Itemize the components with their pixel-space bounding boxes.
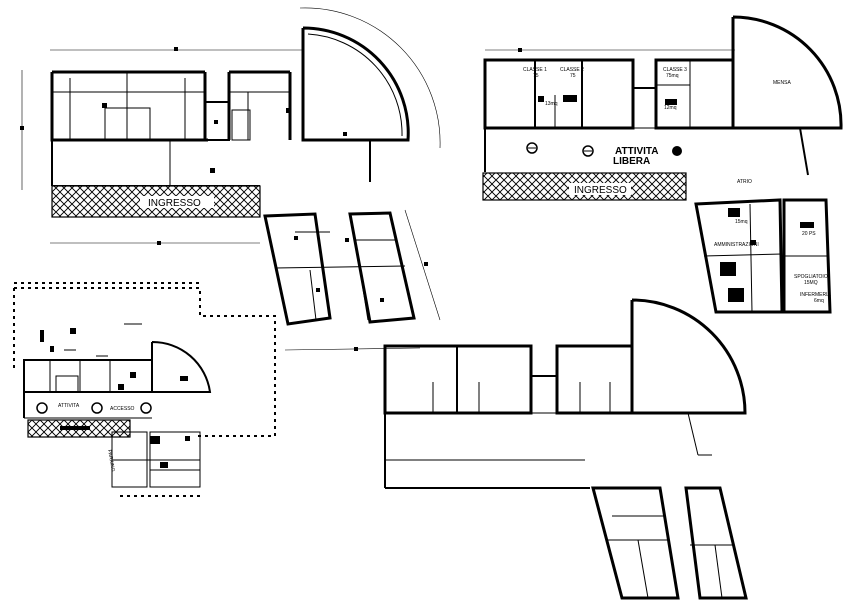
classroom2-area: 75 — [570, 73, 576, 79]
locker-label-2: 15MQ — [804, 280, 818, 286]
floor-plan-top-left: INGRESSO — [20, 7, 441, 351]
site-activity-label: ATTIVITA — [58, 403, 80, 409]
infirmary-area: 6mq — [814, 298, 824, 304]
entrance-label-right: INGRESSO — [574, 185, 627, 196]
parking-label: PARKING — [106, 449, 116, 472]
free-activity-label-2: LIBERA — [613, 156, 650, 167]
administration-label: AMMINISTRAZIONI — [714, 242, 759, 248]
site-secondary-label: ACCESSO — [110, 406, 135, 412]
classroom1-label: CLASSE 1 — [523, 67, 547, 73]
canteen-label: MENSA — [773, 80, 791, 86]
locker-label-1: SPOGLIATOIO — [794, 274, 828, 280]
entrance-label: INGRESSO — [148, 198, 201, 209]
atrium-label: ATRIO — [737, 179, 752, 185]
infirmary-label: INFERMERIA — [800, 292, 832, 298]
small-room-area-b: 12mq — [664, 105, 677, 111]
room-area-c: 20 PS — [802, 231, 816, 237]
classroom2-label: CLASSE 2 — [560, 67, 584, 73]
classroom3-area: 75mq — [666, 73, 679, 79]
floor-plan-bottom-right — [383, 298, 748, 600]
classroom1-area: 75 — [533, 73, 539, 79]
classroom3-label: CLASSE 3 — [663, 67, 687, 73]
free-activity-label-1: ATTIVITA — [615, 146, 659, 157]
admin-area: 15mq — [735, 219, 748, 225]
floor-plan-top-right: MENSA CLASSE 1 75 CLASSE 2 75 CLASSE 3 7… — [482, 15, 843, 314]
small-room-area-a: 13mq — [545, 101, 558, 107]
site-plan-bottom-left: ATTIVITA ACCESSO PARKING — [13, 282, 276, 497]
